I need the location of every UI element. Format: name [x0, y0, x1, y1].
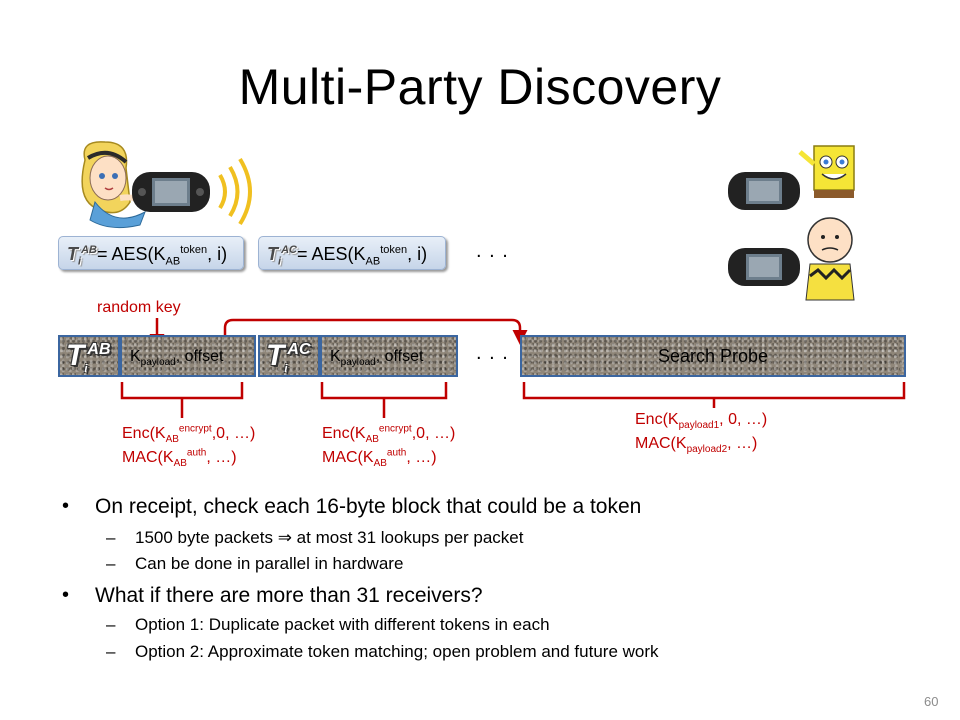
packet-token-ac-block: TiAC — [258, 335, 320, 377]
token-ab-symbol: TiAB — [67, 244, 97, 268]
dash-marker: – — [106, 528, 116, 547]
packet-token-ab-block: TiAB — [58, 335, 120, 377]
payload2-crypto-label: Enc(KABencrypt,0, …) MAC(KABauth, …) — [322, 423, 456, 470]
equations-ellipsis: . . . — [476, 240, 509, 262]
receivers-illustration — [728, 145, 855, 301]
token-ac-symbol: TiAC — [267, 244, 297, 268]
bullet-marker: • — [62, 584, 70, 606]
bullet-1-sub-1: 1500 byte packets ⇒ at most 31 lookups p… — [135, 528, 524, 547]
bullet-2-sub-1: Option 1: Duplicate packet with differen… — [135, 615, 550, 634]
bullet-1-sub-2: Can be done in parallel in hardware — [135, 554, 404, 573]
wireless-signal-icon — [218, 157, 252, 226]
payload1-brace — [120, 382, 244, 418]
probe-brace — [522, 382, 906, 408]
payload1-crypto-label: Enc(KABencrypt,0, …) MAC(KABauth, …) — [122, 423, 256, 470]
packet-token-ac-symbol: TiAC — [266, 339, 311, 375]
search-probe-block: Search Probe — [520, 335, 906, 377]
spongebob-figure — [798, 145, 855, 198]
packet-token-ab-symbol: TiAB — [66, 339, 111, 375]
payload2-brace — [320, 382, 448, 418]
bullet-2-text: What if there are more than 31 receivers… — [95, 584, 483, 607]
bullet-1-text: On receipt, check each 16-byte block tha… — [95, 495, 642, 518]
bullet-2-sub-2: Option 2: Approximate token matching; op… — [135, 642, 659, 661]
random-key-label: random key — [97, 299, 181, 316]
packet-ellipsis: . . . — [476, 342, 509, 364]
probe-crypto-label: Enc(Kpayload1, 0, …) MAC(Kpayload2, …) — [635, 411, 768, 456]
alice-with-device-illustration — [81, 141, 252, 229]
handheld-device-icon — [132, 172, 210, 212]
handheld-device-icon — [728, 172, 800, 210]
packet-payload2-block: Kpayload, offset — [320, 335, 458, 377]
dash-marker: – — [106, 642, 116, 661]
alice-figure — [81, 141, 146, 229]
bullet-marker: • — [62, 495, 70, 517]
dash-marker: – — [106, 554, 116, 573]
page-title: Multi-Party Discovery — [238, 59, 722, 115]
offset-pointer-arrow — [223, 318, 528, 346]
charlie-brown-figure — [805, 217, 855, 301]
handheld-device-icon — [728, 248, 800, 286]
search-probe-label: Search Probe — [657, 346, 769, 366]
dash-marker: – — [106, 615, 116, 634]
packet-payload1-block: Kpayload, offset — [120, 335, 256, 377]
token-ac-equation: TiAC= AES(KABtoken, i) — [258, 236, 446, 270]
packet-payload1-label: Kpayload, offset — [130, 348, 224, 369]
token-ab-equation: TiAB= AES(KABtoken, i) — [58, 236, 244, 270]
packet-payload2-label: Kpayload, offset — [330, 348, 424, 369]
page-number: 60 — [924, 694, 939, 709]
